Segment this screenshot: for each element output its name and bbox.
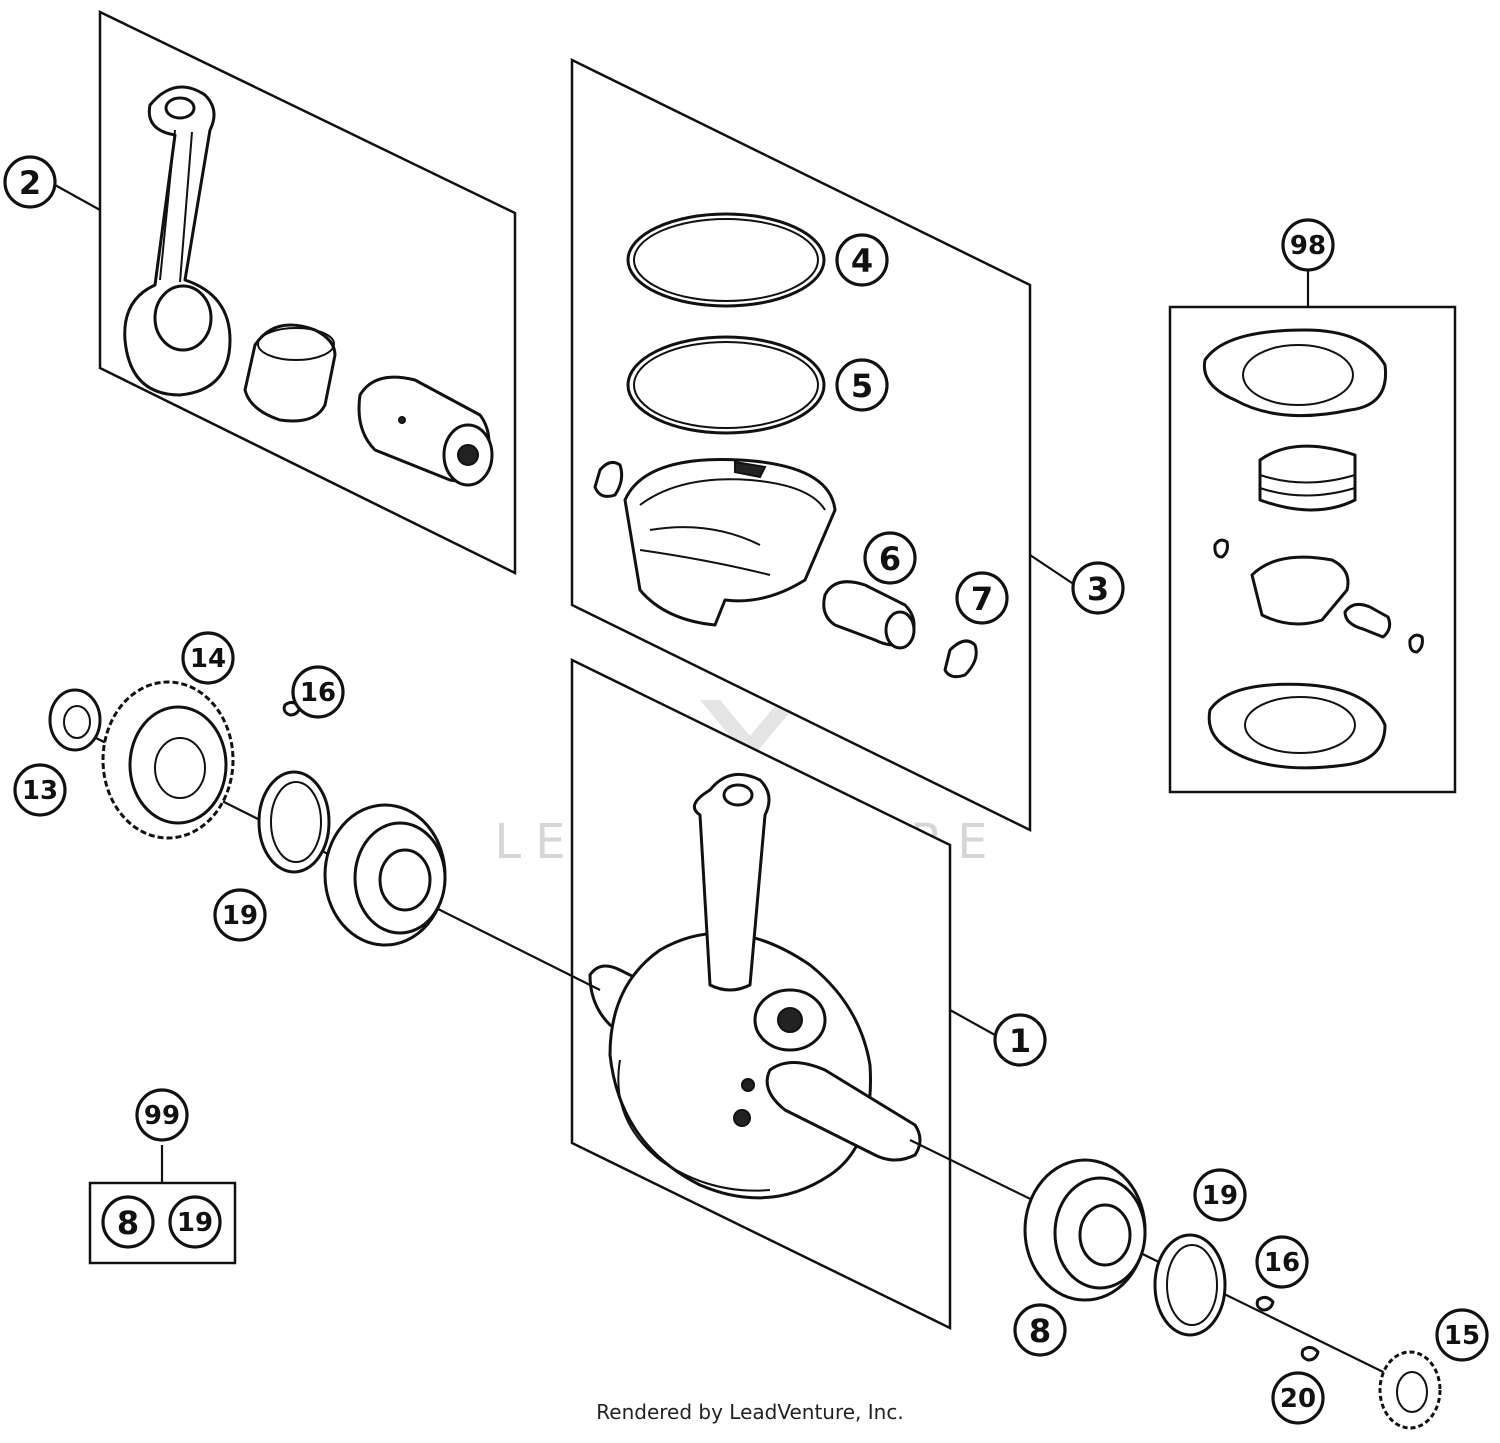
key-small [1300, 1345, 1320, 1362]
callout-label: 16 [300, 678, 336, 708]
callout-label: 13 [22, 776, 58, 806]
callout-circle [101, 1195, 155, 1249]
callout-label: 15 [1444, 1321, 1480, 1351]
callouts: 1 2 3 4 5 6 7 8 8 13 14 15 16 16 19 19 19 20 98 99 [3, 155, 1489, 1425]
callout-circle [213, 888, 267, 942]
shaft-seal-left [257, 770, 331, 874]
callout-c16a: 16 [291, 665, 345, 719]
main-bearing-left [323, 803, 447, 947]
panel-connecting-rod [98, 10, 517, 576]
left-shaft-parts [48, 680, 601, 991]
piston-ring-second [626, 335, 826, 435]
callout-c98: 98 [1281, 218, 1335, 272]
callout-c8a: 8 [101, 1195, 155, 1249]
main-bearing-right [1023, 1158, 1147, 1302]
callout-circle [835, 233, 889, 287]
callout-c4: 4 [835, 233, 889, 287]
callout-circle [993, 1013, 1047, 1067]
callout-circle [955, 571, 1009, 625]
callout-label: 7 [971, 580, 993, 618]
callout-label: 16 [1264, 1248, 1300, 1278]
woodruff-key-right [1255, 1295, 1275, 1312]
callout-circle [1013, 1303, 1067, 1357]
connecting-rod-part [123, 85, 232, 397]
panel-gasket-kit [1168, 305, 1457, 794]
callout-c20: 20 [1271, 1371, 1325, 1425]
callout-c19a: 19 [168, 1195, 222, 1249]
callout-circle [1435, 1308, 1489, 1362]
piston-circlip-left [593, 460, 624, 498]
callout-label: 3 [1087, 570, 1109, 608]
piston-circlip-right [943, 639, 978, 679]
callout-label: 19 [177, 1208, 213, 1238]
callout-c15: 15 [1435, 1308, 1489, 1362]
callout-label: 20 [1280, 1384, 1316, 1414]
callout-c13: 13 [13, 763, 67, 817]
callout-circle [13, 763, 67, 817]
callout-label: 19 [1202, 1181, 1238, 1211]
callout-circle [1255, 1235, 1309, 1289]
panel-crankshaft [570, 657, 952, 1331]
footer-credit: Rendered by LeadVenture, Inc. [596, 1400, 904, 1424]
callout-label: 8 [1029, 1312, 1051, 1350]
crank-nut-part [48, 688, 102, 752]
callout-label: 8 [117, 1204, 139, 1242]
callout-label: 5 [851, 367, 873, 405]
callout-circle [1281, 218, 1335, 272]
callout-circle [1071, 561, 1125, 615]
callout-c3: 3 [1071, 561, 1125, 615]
callout-c14: 14 [181, 631, 235, 685]
leader-lines [54, 184, 1310, 1183]
callout-circle [291, 665, 345, 719]
timing-gear-part [101, 680, 235, 840]
callout-c19c: 19 [1193, 1168, 1247, 1222]
callout-c5: 5 [835, 358, 889, 412]
callout-circle [3, 155, 57, 209]
callout-c2: 2 [3, 155, 57, 209]
piston-ring-top [626, 212, 826, 308]
callout-circle [168, 1195, 222, 1249]
callout-c16b: 16 [1255, 1235, 1309, 1289]
callout-circle [181, 631, 235, 685]
callout-c19b: 19 [213, 888, 267, 942]
piston-pin-part [822, 580, 916, 650]
callout-c7: 7 [955, 571, 1009, 625]
small-end-bushing-part [243, 323, 337, 423]
callout-label: 14 [190, 644, 226, 674]
callout-label: 6 [879, 540, 901, 578]
callout-circle [835, 358, 889, 412]
callout-c6: 6 [863, 531, 917, 585]
callout-label: 2 [19, 164, 41, 202]
crankshaft-part [588, 772, 922, 1200]
callout-c8b: 8 [1013, 1303, 1067, 1357]
callout-circle [1193, 1168, 1247, 1222]
right-shaft-parts [909, 1139, 1442, 1430]
callout-circle [1271, 1371, 1325, 1425]
shaft-seal-right [1153, 1233, 1227, 1337]
callout-c1: 1 [993, 1013, 1047, 1067]
callout-label: 4 [851, 242, 873, 280]
callout-label: 98 [1290, 231, 1326, 261]
panel-piston [570, 57, 1032, 833]
drive-gear-right [1378, 1350, 1442, 1430]
callout-circle [135, 1088, 189, 1142]
callout-c99: 99 [135, 1088, 189, 1142]
callout-label: 19 [222, 901, 258, 931]
piston-part [623, 458, 837, 627]
callout-label: 99 [144, 1101, 180, 1131]
callout-circle [863, 531, 917, 585]
crank-pin-part [357, 375, 494, 487]
callout-label: 1 [1009, 1022, 1031, 1060]
